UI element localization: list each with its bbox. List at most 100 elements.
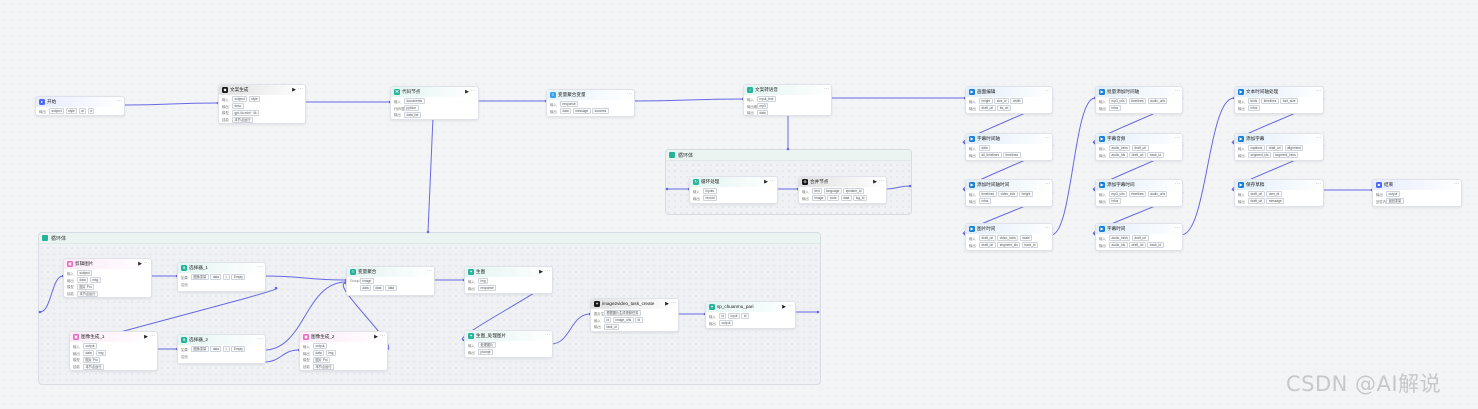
- more-icon[interactable]: ···: [1045, 224, 1050, 231]
- variable-tag: msg: [89, 277, 101, 284]
- more-icon[interactable]: ···: [258, 263, 263, 270]
- connector-line: [122, 102, 219, 106]
- more-icon[interactable]: ···: [1175, 180, 1180, 187]
- node-title: 文案转语音: [755, 86, 778, 92]
- more-icon[interactable]: ···: [1175, 134, 1180, 141]
- variable-tag: draft_url: [979, 242, 996, 249]
- row-label: 输入: [73, 344, 80, 349]
- more-icon[interactable]: ···: [1045, 180, 1050, 187]
- run-icon[interactable]: ▶: [665, 300, 669, 307]
- variable-tag: output: [83, 343, 97, 350]
- run-icon[interactable]: ▶: [764, 178, 768, 185]
- more-icon[interactable]: ···: [144, 259, 149, 266]
- more-icon[interactable]: ···: [627, 90, 632, 97]
- node-row: 输入处理图片: [465, 342, 552, 349]
- more-icon[interactable]: ···: [879, 177, 884, 184]
- run-icon[interactable]: ▶: [292, 86, 296, 93]
- more-icon[interactable]: ···: [1045, 87, 1050, 94]
- more-icon[interactable]: ···: [298, 85, 303, 92]
- more-icon[interactable]: ···: [671, 299, 676, 306]
- more-icon[interactable]: ···: [1316, 134, 1321, 141]
- variable-tag: data: [560, 108, 572, 115]
- more-icon[interactable]: ···: [1316, 180, 1321, 187]
- node-title: 批量添加时间轴: [1107, 88, 1140, 94]
- run-icon[interactable]: ▶: [374, 333, 378, 340]
- row-label: 输入: [802, 189, 809, 194]
- variable-tag: image: [812, 195, 826, 202]
- more-icon[interactable]: ···: [150, 332, 155, 339]
- more-icon[interactable]: ···: [545, 331, 550, 338]
- more-icon[interactable]: ···: [1175, 87, 1180, 94]
- more-icon[interactable]: ···: [380, 332, 385, 339]
- run-icon[interactable]: ▶: [465, 88, 469, 95]
- variable-tag: mp3_urls: [1109, 98, 1128, 105]
- run-icon[interactable]: ▶: [782, 303, 786, 310]
- node-title: 剪辑图片: [75, 260, 94, 266]
- row-label: 输出: [73, 351, 80, 356]
- plugin-icon: ✦: [709, 304, 715, 310]
- row-label: 技能: [73, 365, 80, 370]
- run-icon[interactable]: ▶: [873, 178, 877, 185]
- more-icon[interactable]: ···: [788, 302, 793, 309]
- node-title: 图片时间: [977, 225, 996, 231]
- run-icon[interactable]: ▶: [144, 333, 148, 340]
- more-icon[interactable]: ···: [1454, 180, 1459, 187]
- row-label: 输入: [969, 192, 976, 197]
- variable-tag: timelines: [1261, 98, 1279, 105]
- more-icon[interactable]: ···: [258, 335, 263, 342]
- run-icon[interactable]: ▶: [539, 268, 543, 275]
- more-icon[interactable]: ···: [824, 85, 829, 92]
- more-icon[interactable]: ···: [117, 97, 122, 104]
- more-icon[interactable]: ···: [1175, 224, 1180, 231]
- variable-tag: data: [979, 145, 991, 152]
- node-title: image2video_task_create: [602, 300, 655, 306]
- run-icon[interactable]: ▶: [138, 260, 142, 267]
- variable-tag: mp3: [757, 103, 769, 110]
- row-label: 输出: [693, 196, 700, 201]
- more-icon[interactable]: ···: [1045, 134, 1050, 141]
- node-l9[interactable]: ✦image2video_task_create▶···图片生成视频根据图片生成…: [590, 298, 679, 332]
- more-icon[interactable]: ···: [770, 177, 775, 184]
- row-label: 输入: [693, 189, 700, 194]
- more-icon[interactable]: ···: [1316, 87, 1321, 94]
- more-icon[interactable]: ···: [545, 267, 550, 274]
- variable-tag: img: [478, 278, 489, 285]
- more-icon[interactable]: ···: [471, 87, 476, 94]
- group-title: 循环体: [678, 152, 694, 159]
- more-icon[interactable]: ···: [427, 267, 432, 274]
- variable-tag: mp3_urls: [1109, 191, 1128, 198]
- row-label: 输入: [969, 236, 976, 241]
